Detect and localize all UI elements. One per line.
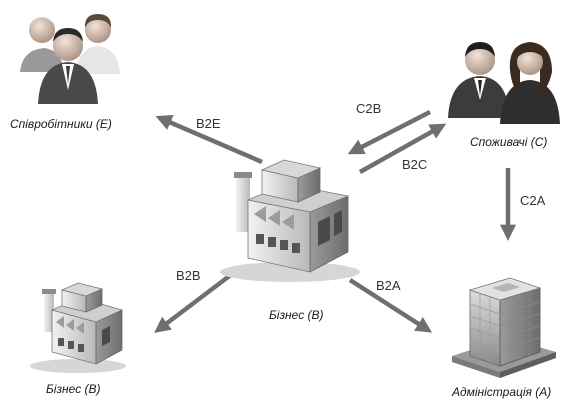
edge-c2b: C2B xyxy=(347,101,432,155)
node-administration: Адміністрація (А) xyxy=(451,277,556,399)
node-business-center: Бізнес (В) xyxy=(220,159,360,322)
people-group-icon xyxy=(20,14,120,104)
edge-label-c2a: C2A xyxy=(520,193,546,208)
node-label-business-center: Бізнес (В) xyxy=(269,308,324,322)
node-label-business-left: Бізнес (В) xyxy=(46,382,101,396)
factory-icon xyxy=(30,282,126,373)
office-building-icon xyxy=(452,277,556,378)
node-label-employees: Співробітники (Е) xyxy=(10,117,112,131)
node-label-administration: Адміністрація (А) xyxy=(451,385,551,399)
node-business-left: Бізнес (В) xyxy=(30,282,126,396)
edge-b2b: B2B xyxy=(154,268,234,333)
node-label-consumers: Споживачі (С) xyxy=(470,135,547,149)
edge-b2c: B2C xyxy=(358,123,447,174)
edge-label-c2b: C2B xyxy=(356,101,381,116)
consumers-couple-icon xyxy=(448,42,560,124)
edge-b2e: B2E xyxy=(155,115,263,165)
edge-label-b2c: B2C xyxy=(402,157,427,172)
node-employees: Співробітники (Е) xyxy=(10,14,120,131)
edge-label-b2e: B2E xyxy=(196,116,221,131)
edge-c2a: C2A xyxy=(499,168,546,241)
edge-b2a: B2A xyxy=(348,278,433,333)
edge-label-b2a: B2A xyxy=(376,278,401,293)
edge-label-b2b: B2B xyxy=(176,268,201,283)
factory-icon xyxy=(220,159,360,282)
node-consumers: Споживачі (С) xyxy=(448,42,560,149)
